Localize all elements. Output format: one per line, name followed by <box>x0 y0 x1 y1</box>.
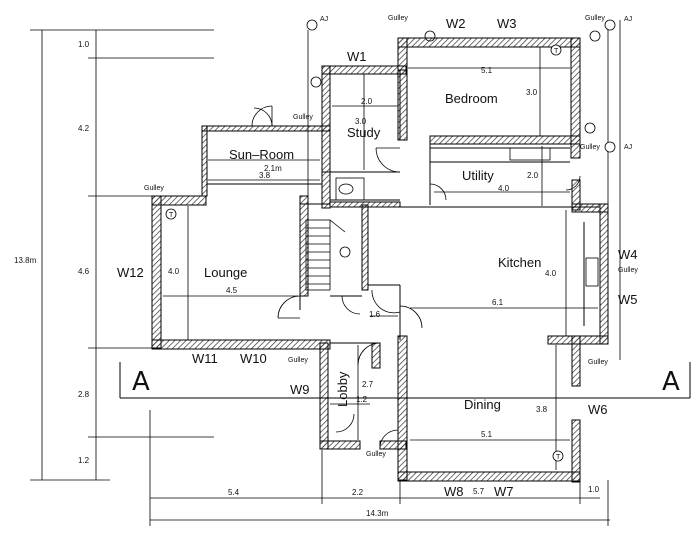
dim-bedroom-width: 5.1 <box>481 66 493 75</box>
dim-study-width: 2.0 <box>361 97 373 106</box>
window-w1: W1 <box>347 49 367 64</box>
doors <box>251 105 581 449</box>
dim-dining-b: 5.7 <box>473 487 485 496</box>
gulley-label: Gulley <box>588 359 608 366</box>
walls <box>151 37 609 483</box>
window-w10: W10 <box>240 351 267 366</box>
dim-left-2: 4.2 <box>78 124 90 133</box>
room-sunroom: Sun–Room <box>229 147 294 162</box>
aj-marker-ne <box>604 19 616 31</box>
gulley-label: Gulley <box>580 144 600 151</box>
dim-bottom-1: 5.4 <box>228 488 240 497</box>
dim-lobby-depth: 2.7 <box>362 380 374 389</box>
dim-dining-depth: 3.8 <box>536 405 548 414</box>
dim-kitchen-depth: 4.0 <box>545 269 557 278</box>
window-w9: W9 <box>290 382 310 397</box>
dim-total-width: 14.3m <box>366 509 389 518</box>
window-w6: W6 <box>588 402 608 417</box>
room-study: Study <box>347 125 381 140</box>
room-bedroom: Bedroom <box>445 91 498 106</box>
dim-lounge-width: 4.5 <box>226 286 238 295</box>
t-label: T <box>554 48 559 55</box>
dim-bottom-3: 1.0 <box>588 485 600 494</box>
room-utility: Utility <box>462 168 494 183</box>
aj-label: AJ <box>624 16 632 23</box>
aj-marker-nw <box>306 19 318 31</box>
dim-lounge-depth: 4.0 <box>168 267 180 276</box>
dimension-lines <box>30 20 621 526</box>
window-w4: W4 <box>618 247 638 262</box>
gulley-label: Gulley <box>388 15 408 22</box>
window-w11: W11 <box>192 351 218 366</box>
dim-hall: 1.6 <box>369 310 381 319</box>
aj-marker-e <box>604 141 616 153</box>
aj-markers <box>306 19 616 153</box>
room-lounge: Lounge <box>204 265 247 280</box>
dim-utility-width: 4.0 <box>498 184 510 193</box>
aj-label: AJ <box>320 16 328 23</box>
room-dining: Dining <box>464 397 501 412</box>
t-label: T <box>169 212 174 219</box>
aj-label: AJ <box>624 144 632 151</box>
dim-left-1: 1.0 <box>78 40 90 49</box>
room-lobby: Lobby <box>335 371 350 407</box>
dim-utility-depth: 2.0 <box>527 171 539 180</box>
window-w5: W5 <box>618 292 638 307</box>
dim-left-4: 2.8 <box>78 390 90 399</box>
gulley-label: Gulley <box>618 267 638 274</box>
gulley-label: Gulley <box>585 15 605 22</box>
dim-study-depth: 3.0 <box>355 117 367 126</box>
staircase <box>305 219 346 291</box>
window-w2: W2 <box>446 16 466 31</box>
dim-bedroom-depth: 3.0 <box>526 88 538 97</box>
section-marker-left: A <box>132 367 150 397</box>
gulley-label: Gulley <box>366 451 386 458</box>
dim-sunroom-b: 3.8 <box>259 171 271 180</box>
internal-lines <box>207 70 600 344</box>
gulley-label: Gulley <box>144 185 164 192</box>
window-w8: W8 <box>444 484 464 499</box>
window-w12: W12 <box>117 265 144 280</box>
dim-sunroom-a: 2.1m <box>264 164 282 173</box>
section-line <box>119 362 691 399</box>
dim-total-height: 13.8m <box>14 256 37 265</box>
gulley-label: Gulley <box>288 357 308 364</box>
gulley-label: Gulley <box>293 114 313 121</box>
dim-bottom-2: 2.2 <box>352 488 364 497</box>
dim-lobby-width: 1.2 <box>356 395 368 404</box>
dim-left-5: 1.2 <box>78 456 90 465</box>
window-w3: W3 <box>497 16 517 31</box>
t-label: T <box>556 454 561 461</box>
window-w7: W7 <box>494 484 514 499</box>
fixtures <box>310 30 601 287</box>
room-kitchen: Kitchen <box>498 255 541 270</box>
section-marker-right: A <box>662 367 680 397</box>
dim-kitchen-width: 6.1 <box>492 298 504 307</box>
t-markers <box>165 44 564 462</box>
dim-left-3: 4.6 <box>78 267 90 276</box>
dim-dining-width: 5.1 <box>481 430 493 439</box>
